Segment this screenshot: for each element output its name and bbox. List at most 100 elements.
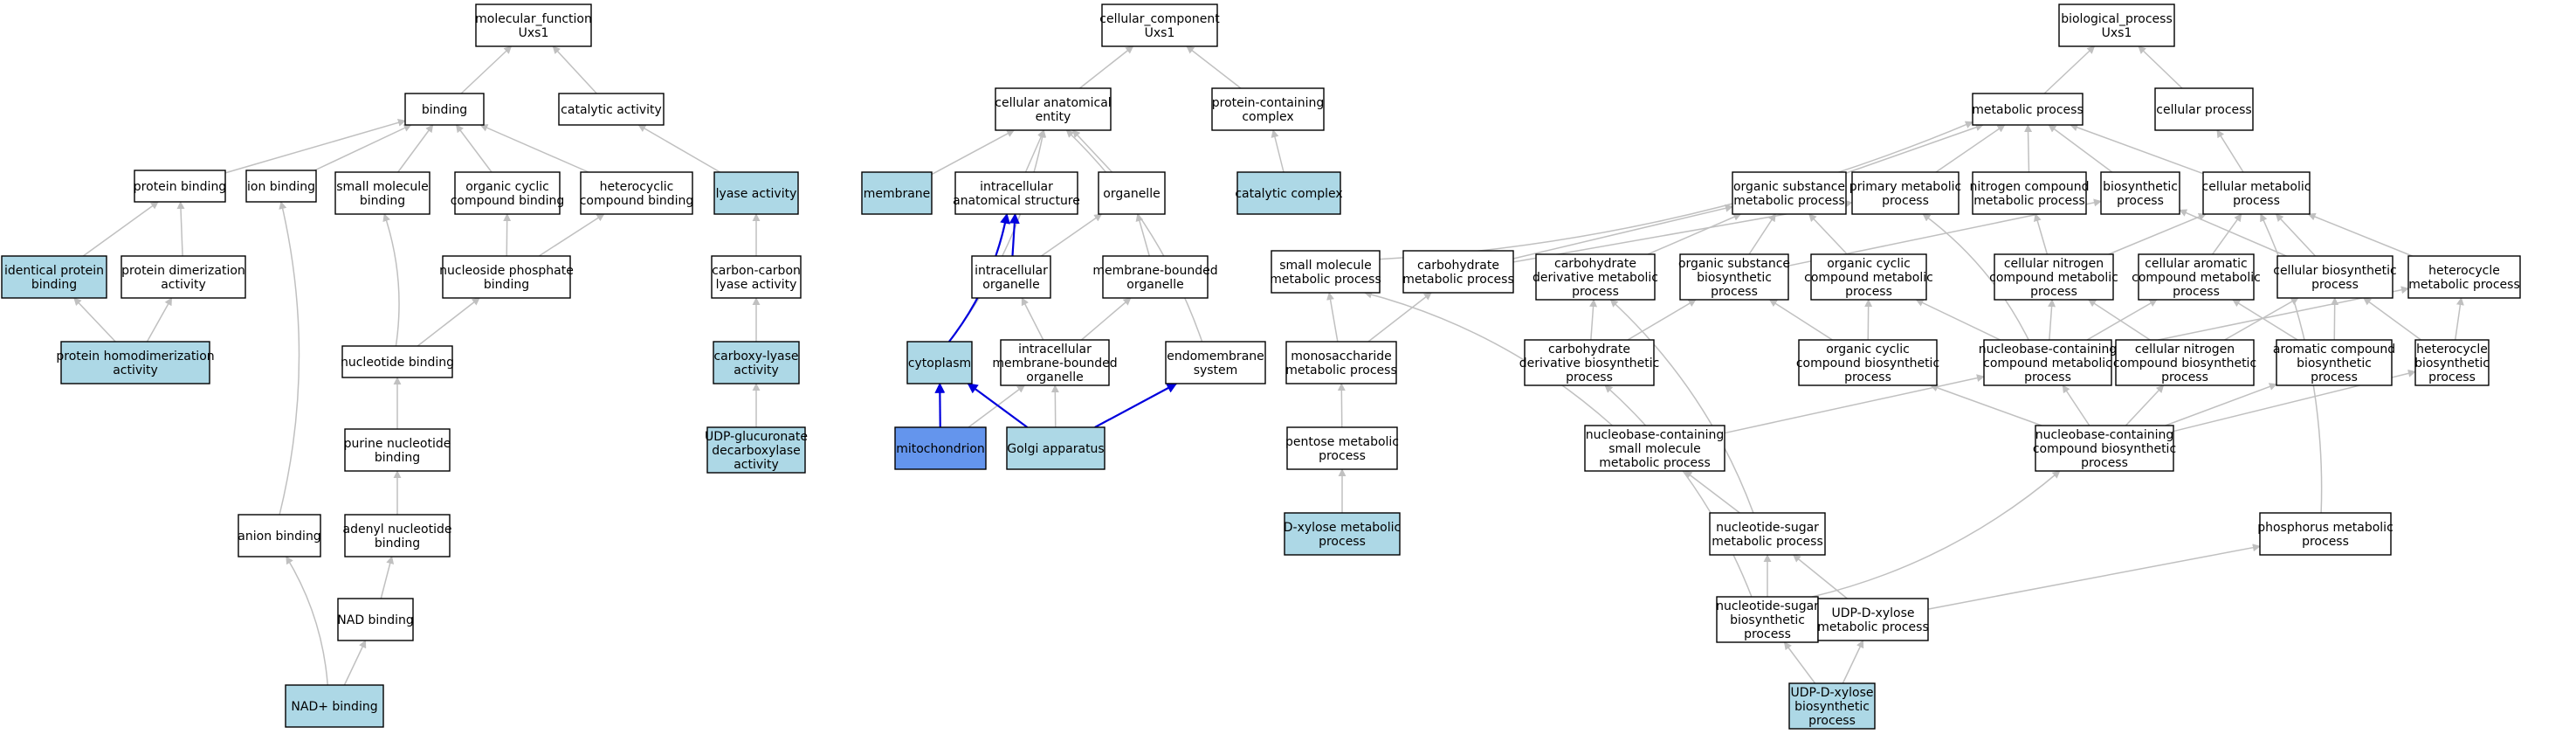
edge-membrane_bounded_organelle-to-organelle: [1135, 213, 1150, 257]
edge-protein_homodimerization_activity-to-protein_dimerization_activity: [146, 297, 173, 343]
term-node-mitochondrion[interactable]: mitochondrion: [894, 426, 987, 470]
edge-nucleobase_containing_compound_metabolic_process-to-cellular_nitrogen_compound_metabolic_process: [2048, 299, 2056, 341]
term-label-line: process: [2311, 370, 2358, 384]
term-node-catalytic-activity[interactable]: catalytic activity: [558, 93, 665, 126]
edge-nucleobase_containing_compound_biosynthetic_process-to-nucleobase_containing_compound_metabolic_process: [2062, 384, 2090, 426]
edge-carbohydrate_metabolic_process-to-organic_substance_metabolic_process: [1512, 204, 1733, 260]
edge-aromatic_compound_biosynthetic_process-to-cellular_aromatic_compound_metabolic_process: [2232, 299, 2298, 341]
term-node-anion-binding[interactable]: anion binding: [238, 514, 321, 557]
term-box: [245, 170, 317, 203]
term-label-line: metabolic process: [1733, 194, 1845, 208]
edge-nucleotide_sugar_biosynthetic_process-to-carbohydrate_derivative_biosynthetic_process: [1604, 384, 1753, 598]
term-label-line: metabolic process: [1270, 273, 1381, 287]
term-node-organelle[interactable]: organelle: [1098, 171, 1166, 215]
edge-intracellular_membrane_bounded_organelle-to-intracellular_organelle: [1021, 297, 1044, 341]
term-box: [995, 87, 1112, 131]
term-node-ion-binding[interactable]: ion binding: [245, 170, 317, 203]
term-label-line: process: [1572, 285, 1619, 299]
term-label-line: compound binding: [580, 194, 694, 208]
term-node-nad-plus-binding[interactable]: NAD+ binding: [285, 684, 384, 728]
term-box: [1851, 171, 1960, 215]
term-box: [1535, 253, 1656, 301]
term-node-lyase-activity[interactable]: lyase activity: [713, 171, 799, 215]
term-node-catalytic-complex[interactable]: catalytic complex: [1235, 171, 1343, 215]
term-label-line: UDP-glucuronate: [705, 430, 808, 444]
term-box: [1286, 426, 1398, 470]
term-box: [2154, 87, 2254, 131]
term-node-nad-binding[interactable]: NAD binding: [337, 598, 414, 641]
term-label-line: binding: [484, 278, 529, 292]
edge-endomembrane_system-to-cellular_anatomical_entity: [1065, 129, 1203, 343]
term-label-line: cellular metabolic: [2202, 180, 2311, 194]
term-node-protein-binding[interactable]: protein binding: [134, 170, 226, 203]
term-node-binding[interactable]: binding: [404, 93, 485, 126]
edge-organelle-to-cellular_anatomical_entity: [1071, 129, 1113, 173]
term-box: [1101, 3, 1218, 47]
term-node-metabolic-process[interactable]: metabolic process: [1972, 93, 2084, 126]
term-label-line: binding: [375, 451, 420, 465]
term-node-membrane[interactable]: membrane: [861, 171, 933, 215]
term-label-line: compound metabolic: [1804, 271, 1933, 285]
term-node-cytoplasm[interactable]: cytoplasm: [906, 341, 973, 384]
term-box: [1716, 596, 1819, 643]
term-box: [1810, 253, 1927, 301]
term-label-line: organelle: [1103, 187, 1160, 201]
term-node-golgi-apparatus[interactable]: Golgi apparatus: [1006, 426, 1105, 470]
term-node-nucleotide-binding[interactable]: nucleotide binding: [341, 345, 454, 378]
term-node-cellular-process[interactable]: cellular process: [2154, 87, 2254, 131]
edge-identical_protein_binding-to-protein_binding: [82, 201, 159, 257]
